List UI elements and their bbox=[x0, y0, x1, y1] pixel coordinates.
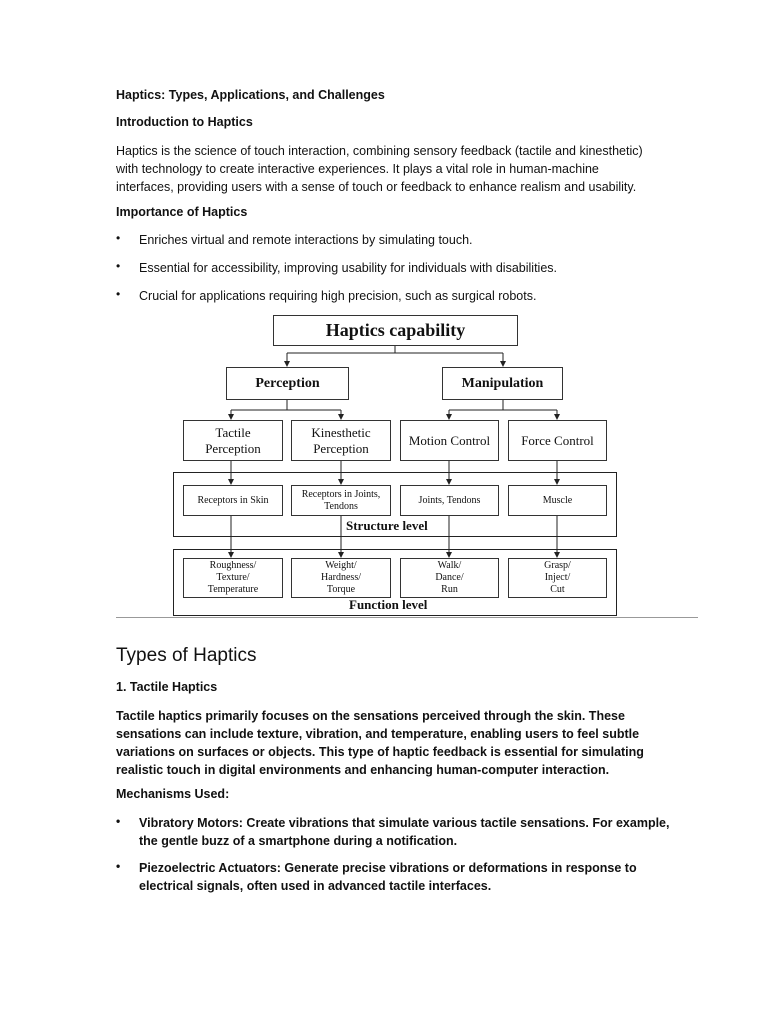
intro-heading: Introduction to Haptics bbox=[116, 115, 253, 129]
section-divider bbox=[116, 617, 698, 618]
tactile-heading: 1. Tactile Haptics bbox=[116, 680, 218, 694]
diagram-structure-muscle: Muscle bbox=[508, 485, 607, 516]
bullet-icon: • bbox=[116, 259, 121, 273]
list-item-line: electrical signals, often used in advanc… bbox=[139, 879, 492, 893]
list-item: • Crucial for applications requiring hig… bbox=[116, 287, 696, 305]
list-item: • Enriches virtual and remote interactio… bbox=[116, 231, 696, 249]
importance-list: • Enriches virtual and remote interactio… bbox=[116, 231, 696, 311]
diagram-root-box: Haptics capability bbox=[273, 315, 518, 346]
intro-paragraph: Haptics is the science of touch interact… bbox=[116, 142, 696, 196]
diagram-label: Torque bbox=[326, 584, 356, 595]
doc-title: Haptics: Types, Applications, and Challe… bbox=[116, 88, 385, 102]
tactile-line: variations on surfaces or objects. This … bbox=[116, 745, 644, 759]
diagram-label: Grasp/ bbox=[544, 560, 571, 571]
bullet-icon: • bbox=[116, 231, 121, 245]
diagram-function-weight: Weight/ Hardness/ Torque bbox=[291, 558, 391, 598]
diagram-label: Tactile bbox=[215, 424, 251, 440]
tactile-paragraph: Tactile haptics primarily focuses on the… bbox=[116, 707, 696, 779]
list-item: • Piezoelectric Actuators: Generate prec… bbox=[116, 859, 696, 895]
diagram-label: Hardness/ bbox=[321, 572, 361, 583]
diagram-motion-control-box: Motion Control bbox=[400, 420, 499, 461]
diagram-label: Weight/ bbox=[325, 560, 357, 571]
diagram-label: Cut bbox=[550, 584, 565, 595]
intro-line: Haptics is the science of touch interact… bbox=[116, 144, 643, 158]
diagram-label: Run bbox=[441, 584, 458, 595]
list-item-text: Piezoelectric Actuators: Generate precis… bbox=[139, 859, 637, 895]
intro-line: with technology to create interactive ex… bbox=[116, 162, 599, 176]
diagram-function-touch: Roughness/ Texture/ Temperature bbox=[183, 558, 283, 598]
diagram-connectors bbox=[173, 346, 617, 616]
diagram-function-grasp: Grasp/ Inject/ Cut bbox=[508, 558, 607, 598]
mechanisms-list: • Vibratory Motors: Create vibrations th… bbox=[116, 814, 696, 904]
diagram-kinesthetic-perception-box: Kinesthetic Perception bbox=[291, 420, 391, 461]
diagram-label: Kinesthetic bbox=[311, 424, 371, 440]
tactile-line: Tactile haptics primarily focuses on the… bbox=[116, 709, 625, 723]
bullet-icon: • bbox=[116, 287, 121, 301]
bullet-icon: • bbox=[116, 814, 121, 828]
tactile-line: sensations can include texture, vibratio… bbox=[116, 727, 640, 741]
haptics-capability-diagram: Haptics capability Perception Manipulati… bbox=[173, 312, 618, 617]
diagram-structure-level-label: Structure level bbox=[346, 518, 428, 533]
diagram-tactile-perception-box: Tactile Perception bbox=[183, 420, 283, 461]
bullet-icon: • bbox=[116, 859, 121, 873]
diagram-label: Temperature bbox=[207, 584, 259, 595]
diagram-label: Inject/ bbox=[544, 572, 571, 583]
diagram-structure-joints-tendons: Receptors in Joints, Tendons bbox=[291, 485, 391, 516]
diagram-label: Roughness/ bbox=[209, 560, 257, 571]
tactile-line: realistic touch in digital environments … bbox=[116, 763, 610, 777]
diagram-force-control-box: Force Control bbox=[508, 420, 607, 461]
intro-line: interfaces, providing users with a sense… bbox=[116, 180, 637, 194]
diagram-label: Perception bbox=[205, 440, 261, 456]
diagram-function-level-label: Function level bbox=[349, 597, 428, 612]
diagram-structure-joints: Joints, Tendons bbox=[400, 485, 499, 516]
list-item-line: Vibratory Motors: Create vibrations that… bbox=[139, 816, 670, 830]
diagram-manipulation-box: Manipulation bbox=[442, 367, 563, 400]
diagram-label: Walk/ bbox=[437, 560, 462, 571]
diagram-label: Dance/ bbox=[435, 572, 464, 583]
diagram-structure-skin: Receptors in Skin bbox=[183, 485, 283, 516]
diagram-perception-box: Perception bbox=[226, 367, 349, 400]
list-item-text: Essential for accessibility, improving u… bbox=[139, 261, 557, 275]
list-item-text: Vibratory Motors: Create vibrations that… bbox=[139, 814, 669, 850]
importance-heading: Importance of Haptics bbox=[116, 205, 248, 219]
diagram-function-walk: Walk/ Dance/ Run bbox=[400, 558, 499, 598]
list-item-line: the gentle buzz of a smartphone during a… bbox=[139, 834, 458, 848]
list-item: • Essential for accessibility, improving… bbox=[116, 259, 696, 277]
mechanisms-heading: Mechanisms Used: bbox=[116, 787, 230, 801]
list-item-text: Crucial for applications requiring high … bbox=[139, 289, 537, 303]
diagram-label: Texture/ bbox=[216, 572, 250, 583]
list-item: • Vibratory Motors: Create vibrations th… bbox=[116, 814, 696, 850]
diagram-label: Perception bbox=[313, 440, 369, 456]
types-heading: Types of Haptics bbox=[116, 645, 257, 666]
list-item-text: Enriches virtual and remote interactions… bbox=[139, 233, 473, 247]
list-item-line: Piezoelectric Actuators: Generate precis… bbox=[139, 861, 637, 875]
